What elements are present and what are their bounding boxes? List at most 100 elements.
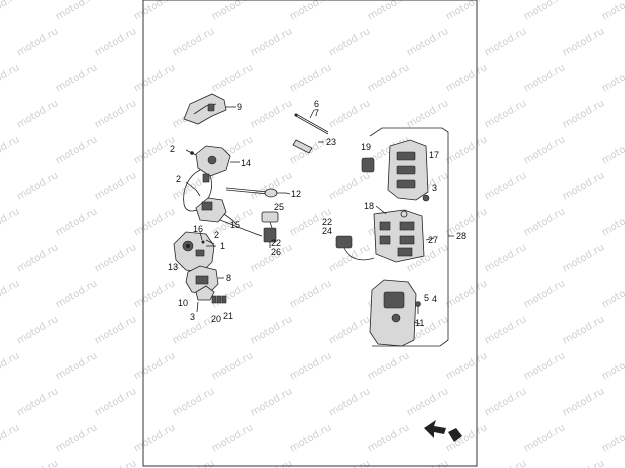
watermark-text: motod.ru <box>15 170 60 202</box>
watermark-text: motod.ru <box>132 422 177 454</box>
label-4: 4 <box>432 294 437 304</box>
watermark-text: motod.ru <box>366 0 411 23</box>
part-6-7-pin <box>294 113 329 135</box>
watermark-text: motod.ru <box>132 206 177 238</box>
watermark-text: motod.ru <box>600 350 625 382</box>
label-12: 12 <box>291 189 301 199</box>
watermark-text: motod.ru <box>288 350 333 382</box>
label-28: 28 <box>456 231 466 241</box>
watermark-text: motod.ru <box>561 170 606 202</box>
watermark-text: motod.ru <box>132 62 177 94</box>
label-15: 15 <box>230 220 240 230</box>
watermark-text: motod.ru <box>0 62 21 94</box>
label-27: 27 <box>428 235 438 245</box>
label-6: 6 <box>314 99 319 109</box>
leader-lines <box>231 106 435 325</box>
watermark-text: motod.ru <box>171 458 216 468</box>
arrow-left-icon <box>424 420 462 442</box>
part-23-sleeve <box>292 139 313 154</box>
part-20-21-brushes <box>211 295 227 304</box>
label-17: 17 <box>429 150 439 160</box>
watermark-text: motod.ru <box>444 134 489 166</box>
watermark-text: motod.ru <box>483 26 528 58</box>
part-14-switch-body <box>195 145 238 183</box>
watermark-text: motod.ru <box>249 314 294 346</box>
watermark-text: motod.ru <box>483 242 528 274</box>
watermark-text: motod.ru <box>93 386 138 418</box>
watermark-text: motod.ru <box>327 170 372 202</box>
watermark-text: motod.ru <box>93 242 138 274</box>
watermark-text: motod.ru <box>288 62 333 94</box>
watermark-text: motod.ru <box>561 314 606 346</box>
label-24: 24 <box>322 226 332 236</box>
watermark-text: motod.ru <box>483 314 528 346</box>
watermark-text: motod.ru <box>15 98 60 130</box>
label-3-a: 3 <box>190 312 195 322</box>
watermark-text: motod.ru <box>249 458 294 468</box>
label-2-b: 2 <box>176 174 181 184</box>
watermark-text: motod.ru <box>405 26 450 58</box>
watermark-text: motod.ru <box>600 0 625 23</box>
watermark-text: motod.ru <box>15 458 60 468</box>
part-12-rod <box>225 187 286 198</box>
watermark-text: motod.ru <box>600 278 625 310</box>
group-28-bracket <box>369 127 454 347</box>
watermark-text: motod.ru <box>132 278 177 310</box>
watermark-text: motod.ru <box>522 350 567 382</box>
watermark-text: motod.ru <box>210 350 255 382</box>
watermark-text: motod.ru <box>366 62 411 94</box>
label-16: 16 <box>193 224 203 234</box>
watermark-text: motod.ru <box>288 278 333 310</box>
part-19-button <box>361 157 375 173</box>
watermark-text: motod.ru <box>327 26 372 58</box>
label-20: 20 <box>211 314 221 324</box>
watermark-text: motod.ru <box>93 98 138 130</box>
watermark-text: motod.ru <box>522 134 567 166</box>
watermark-text: motod.ru <box>444 422 489 454</box>
label-7: 7 <box>314 108 319 118</box>
part-2-screw-a <box>185 149 197 156</box>
watermark-text: motod.ru <box>93 170 138 202</box>
part-22-26-plug <box>263 227 277 248</box>
label-2-c: 2 <box>214 230 219 240</box>
watermark-text: motod.ru <box>171 386 216 418</box>
watermark-text: motod.ru <box>522 62 567 94</box>
label-21: 21 <box>223 311 233 321</box>
watermark-text: motod.ru <box>0 422 21 454</box>
watermark-text: motod.ru <box>561 26 606 58</box>
part-15-switch-assembly <box>195 197 233 223</box>
watermark-text: motod.ru <box>366 350 411 382</box>
label-3-b: 3 <box>432 183 437 193</box>
watermark-text: motod.ru <box>600 206 625 238</box>
watermark-text: motod.ru <box>405 98 450 130</box>
watermark-text: motod.ru <box>444 278 489 310</box>
label-22-a: 22 <box>271 238 281 248</box>
watermark-text: motod.ru <box>405 386 450 418</box>
watermark-text: motod.ru <box>54 350 99 382</box>
label-5: 5 <box>424 293 429 303</box>
label-22-b: 22 <box>322 217 332 227</box>
part-3-screw-a <box>196 301 199 313</box>
watermark-text: motod.ru <box>444 206 489 238</box>
watermark-text: motod.ru <box>15 26 60 58</box>
watermark-text: motod.ru <box>15 386 60 418</box>
watermark-text: motod.ru <box>366 422 411 454</box>
watermark-text: motod.ru <box>522 278 567 310</box>
watermark-text: motod.ru <box>405 458 450 468</box>
watermark-text: motod.ru <box>0 278 21 310</box>
watermark-text: motod.ru <box>249 26 294 58</box>
watermark-text: motod.ru <box>15 242 60 274</box>
watermark-text: motod.ru <box>483 98 528 130</box>
label-2-a: 2 <box>170 144 175 154</box>
watermark-text: motod.ru <box>54 422 99 454</box>
part-3-screw-b <box>422 194 430 202</box>
label-1: 1 <box>220 241 225 251</box>
watermark-text: motod.ru <box>0 350 21 382</box>
watermark-text: motod.ru <box>15 314 60 346</box>
watermark-text: motod.ru <box>54 278 99 310</box>
label-18: 18 <box>364 201 374 211</box>
watermark-text: motod.ru <box>288 422 333 454</box>
watermark-text: motod.ru <box>210 422 255 454</box>
